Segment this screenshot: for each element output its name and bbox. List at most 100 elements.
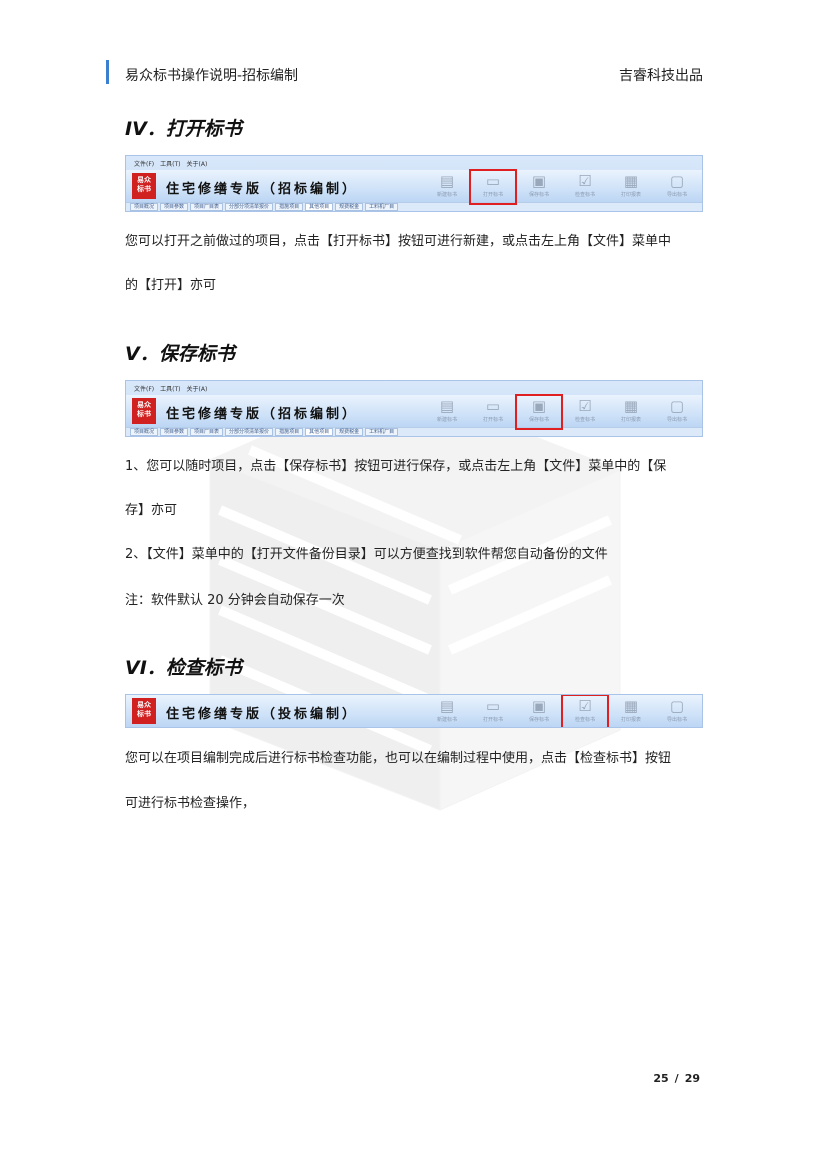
- menu-file[interactable]: 文件(F): [134, 385, 155, 393]
- tab-item[interactable]: 其他项目: [305, 203, 334, 211]
- tab-strip: 项目概况项目参数项目厂目表分部分项清单报价措施项目其他项目规费税金工料机厂目: [126, 202, 702, 211]
- app-logo: 易众标书: [132, 698, 156, 724]
- toolbar-button-label: 保存标书: [528, 417, 549, 423]
- toolbar-button-lock[interactable]: ▢ 导出标书: [656, 697, 698, 727]
- tab-item[interactable]: 措施项目: [275, 203, 304, 211]
- tab-item[interactable]: 项目概况: [130, 203, 159, 211]
- toolbar-button-label: 新建标书: [436, 717, 457, 723]
- document-title: 易众标书操作说明-招标编制: [125, 68, 299, 84]
- new-doc-icon: ▤: [439, 397, 455, 415]
- tab-strip: 项目概况项目参数项目厂目表分部分项清单报价措施项目其他项目规费税金工料机厂目: [126, 427, 702, 436]
- toolbar-button-floppy-disk[interactable]: ▣ 保存标书: [518, 697, 560, 727]
- tab-item[interactable]: 分部分项清单报价: [225, 203, 274, 211]
- tab-item[interactable]: 工料机厂目: [365, 203, 399, 211]
- toolbar-button-new-doc[interactable]: ▤ 新建标书: [426, 172, 468, 202]
- toolbar-button-label: 导出标书: [666, 192, 687, 198]
- toolbar-button-label: 打印报表: [620, 192, 641, 198]
- toolbar-button-label: 检查标书: [574, 192, 595, 198]
- toolbar-button-folder[interactable]: ▭ 打开标书: [472, 697, 514, 727]
- toolbar-screenshot-open: 文件(F) 工具(T) 关于(A) 易众标书 住宅修缮专版（招标编制） ▤新建标…: [125, 155, 703, 212]
- toolbar-button-new-doc[interactable]: ▤ 新建标书: [426, 397, 468, 427]
- toolbar-screenshot-check: 易众标书 住宅修缮专版（投标编制） ▤ 新建标书 ▭ 打开标书 ▣ 保存标书 ☑ 检查标书 ▦ 打…: [125, 694, 703, 728]
- tab-item[interactable]: 工料机厂目: [365, 428, 399, 436]
- new-doc-icon: ▤: [439, 697, 455, 715]
- tab-item[interactable]: 规费税金: [335, 203, 364, 211]
- toolbar-button-folder[interactable]: ▭ 打开标书: [472, 397, 514, 427]
- menu-tools[interactable]: 工具(T): [160, 385, 181, 393]
- tab-item[interactable]: 措施项目: [275, 428, 304, 436]
- section-title-check: VI．检查标书: [125, 657, 242, 679]
- toolbar-button-label: 打开标书: [482, 192, 503, 198]
- toolbar-button-label: 导出标书: [666, 717, 687, 723]
- printer-icon: ▦: [623, 172, 639, 190]
- folder-icon: ▭: [485, 397, 501, 415]
- note: 注：软件默认 20 分钟会自动保存一次: [125, 593, 345, 608]
- paragraph: 可进行标书检查操作，: [125, 796, 256, 811]
- publisher-name: 吉睿科技出品: [619, 68, 703, 84]
- menu-about[interactable]: 关于(A): [186, 160, 208, 168]
- toolbar-button-check[interactable]: ☑ 检查标书: [564, 172, 606, 202]
- check-icon: ☑: [578, 397, 592, 415]
- toolbar-button-lock[interactable]: ▢ 导出标书: [656, 172, 698, 202]
- new-doc-icon: ▤: [439, 172, 455, 190]
- toolbar-button-floppy-disk[interactable]: ▣ 保存标书: [518, 172, 560, 202]
- paragraph: 2、【文件】菜单中的【打开文件备份目录】可以方便查找到软件帮您自动备份的文件: [125, 547, 608, 562]
- paragraph: 的【打开】亦可: [125, 278, 217, 293]
- lock-icon: ▢: [669, 172, 685, 190]
- toolbar-button-check[interactable]: ☑ 检查标书: [561, 695, 609, 727]
- paragraph: 1、您可以随时项目，点击【保存标书】按钮可进行保存，或点击左上角【文件】菜单中的…: [125, 459, 667, 474]
- app-logo: 易众标书: [132, 173, 156, 199]
- toolbar-button-floppy-disk[interactable]: ▣ 保存标书: [515, 394, 563, 430]
- paragraph: 存】亦可: [125, 503, 178, 518]
- app-title: 住宅修缮专版（招标编制）: [166, 407, 359, 422]
- paragraph: 您可以打开之前做过的项目，点击【打开标书】按钮可进行新建，或点击左上角【文件】菜…: [125, 234, 672, 249]
- toolbar-button-new-doc[interactable]: ▤ 新建标书: [426, 697, 468, 727]
- tab-item[interactable]: 项目概况: [130, 428, 159, 436]
- tab-item[interactable]: 其他项目: [305, 428, 334, 436]
- toolbar-button-label: 保存标书: [528, 192, 549, 198]
- tab-item[interactable]: 项目参数: [160, 428, 189, 436]
- menu-file[interactable]: 文件(F): [134, 160, 155, 168]
- menu-tools[interactable]: 工具(T): [160, 160, 181, 168]
- total-pages: 29: [684, 1072, 700, 1085]
- toolbar-button-label: 新建标书: [436, 192, 457, 198]
- floppy-disk-icon: ▣: [531, 397, 547, 415]
- tab-item[interactable]: 规费税金: [335, 428, 364, 436]
- toolbar-button-check[interactable]: ☑检查标书: [564, 397, 606, 427]
- toolbar-button-label: 打印报表: [620, 417, 641, 423]
- toolbar-button-label: 打印报表: [620, 717, 641, 723]
- toolbar-button-label: 打开标书: [482, 717, 503, 723]
- current-page: 25: [653, 1072, 669, 1085]
- toolbar-button-printer[interactable]: ▦ 打印报表: [610, 697, 652, 727]
- toolbar-button-printer[interactable]: ▦打印报表: [610, 397, 652, 427]
- check-icon: ☑: [578, 172, 592, 190]
- folder-icon: ▭: [485, 697, 501, 715]
- toolbar-button-lock[interactable]: ▢导出标书: [656, 397, 698, 427]
- floppy-disk-icon: ▣: [531, 172, 547, 190]
- app-logo: 易众标书: [132, 398, 156, 424]
- check-icon: ☑: [578, 697, 592, 715]
- toolbar-button-label: 保存标书: [528, 717, 549, 723]
- tab-item[interactable]: 项目参数: [160, 203, 189, 211]
- menu-bar: 文件(F) 工具(T) 关于(A): [126, 381, 702, 395]
- lock-icon: ▢: [669, 697, 685, 715]
- toolbar-button-label: 新建标书: [436, 417, 457, 423]
- tab-item[interactable]: 项目厂目表: [190, 428, 224, 436]
- toolbar-button-label: 检查标书: [574, 717, 595, 723]
- tab-item[interactable]: 分部分项清单报价: [225, 428, 274, 436]
- toolbar-button-label: 打开标书: [482, 417, 503, 423]
- folder-icon: ▭: [485, 172, 501, 190]
- page-number: 25/29: [650, 1072, 703, 1085]
- menu-about[interactable]: 关于(A): [186, 385, 208, 393]
- printer-icon: ▦: [623, 697, 639, 715]
- toolbar-button-label: 导出标书: [666, 417, 687, 423]
- toolbar-button-printer[interactable]: ▦ 打印报表: [610, 172, 652, 202]
- header-accent-bar: [106, 60, 109, 84]
- section-title-open: IV．打开标书: [125, 118, 242, 140]
- tab-item[interactable]: 项目厂目表: [190, 203, 224, 211]
- toolbar-screenshot-save: 文件(F) 工具(T) 关于(A) 易众标书 住宅修缮专版（招标编制） ▤ 新建标…: [125, 380, 703, 437]
- menu-bar: 文件(F) 工具(T) 关于(A): [126, 156, 702, 170]
- toolbar-button-folder[interactable]: ▭ 打开标书: [469, 169, 517, 205]
- app-title: 住宅修缮专版（投标编制）: [166, 707, 359, 722]
- floppy-disk-icon: ▣: [531, 697, 547, 715]
